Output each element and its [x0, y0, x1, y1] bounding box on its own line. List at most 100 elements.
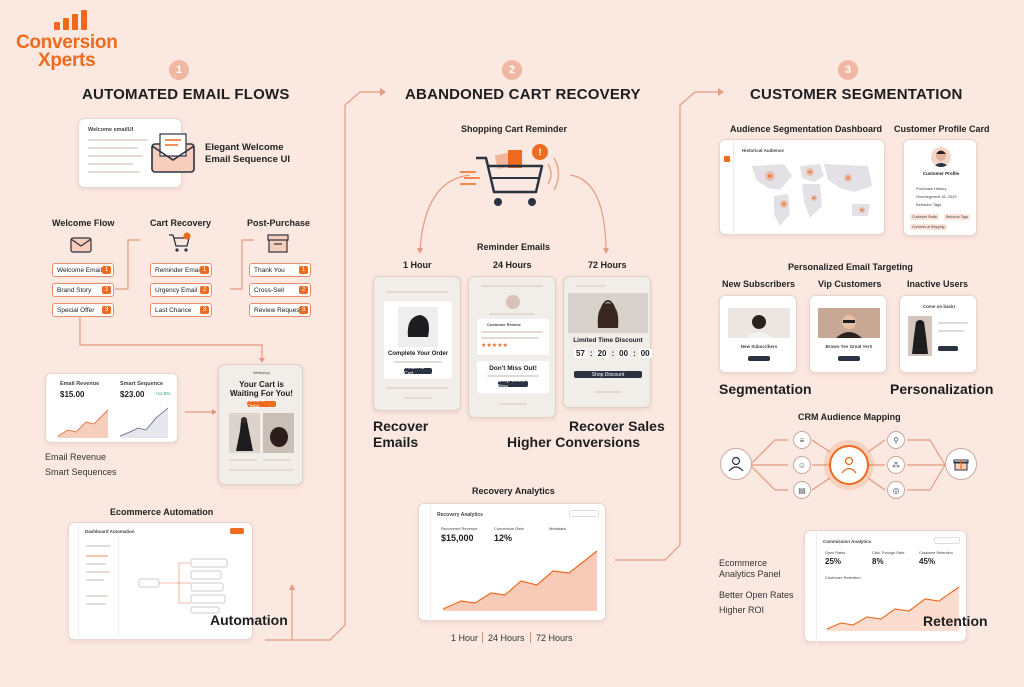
cart-email-cta[interactable]: Items in Order [247, 398, 276, 410]
flow-step-number: 1 [200, 266, 209, 274]
segmentation-caption: Segmentation [719, 381, 812, 397]
segment-card-vip: Brown Yes Great Yer!! [809, 295, 887, 373]
user-icon [720, 448, 752, 480]
reminder-email-1h: Complete Your Order Return to Cart [373, 276, 461, 411]
automation-caption: Automation [210, 612, 288, 628]
date-select[interactable] [569, 510, 599, 517]
automation-flow-graph [138, 558, 228, 614]
smart-seq-title: Smart Sequence [120, 381, 164, 387]
dash-title: Historical Audience [742, 148, 784, 153]
ctr-value: 8% [872, 557, 884, 566]
rating-stars-icon: ★★★★★ [481, 343, 508, 349]
cart-icon [169, 232, 191, 252]
recover-sales-caption: Recover Sales [569, 418, 665, 434]
app-sidebar [720, 140, 734, 236]
cart-email-title: Your Cart is Waiting For You! [219, 380, 304, 398]
world-map [752, 164, 872, 226]
step-number-2: 2 [502, 60, 522, 80]
retention-value: 45% [919, 557, 936, 566]
k2-value: 12% [494, 533, 513, 543]
primary-button[interactable] [230, 528, 244, 534]
email2-body: Don't Miss Out! Shop Offers Now [477, 361, 549, 393]
app-sidebar [69, 523, 79, 641]
app-sidebar [805, 531, 817, 643]
k3-label: Metadata [549, 526, 566, 531]
segment-cta[interactable] [838, 356, 860, 361]
recovery-analytics-label: Recovery Analytics [472, 486, 555, 496]
open-rates-label: Open Rates [825, 551, 846, 555]
email-revenue-title: Email Revenue [60, 381, 100, 387]
user-check-icon: ⚲ [887, 431, 905, 449]
customer-profile-card: Customer Profile Purchase History Overse… [903, 139, 977, 236]
recovery-area-chart [442, 550, 598, 611]
segment-photo [908, 316, 932, 356]
retention-area-chart [826, 586, 960, 631]
email2-cta[interactable]: Shop Offers Now [498, 378, 528, 390]
smart-seq-value: $23.00 [120, 390, 145, 399]
commission-analytics-panel: Commission Analytics Open Rates 25% Clic… [804, 530, 967, 643]
cart-email-title-l1: Your Cart is [239, 380, 284, 389]
document-icon: ▤ [793, 481, 811, 499]
flow-step[interactable]: Last Chance 3 [150, 303, 212, 317]
flow-step-number: 1 [102, 266, 111, 274]
recovery-analytics-panel: Recovery Analytics Recovered Revenue $15… [418, 503, 606, 622]
box-icon [267, 234, 289, 253]
segment-cta[interactable] [748, 356, 770, 361]
review-box: Customer Review ★★★★★ [477, 319, 549, 355]
section-title-2: ABANDONED CART RECOVERY [405, 86, 641, 103]
email-revenue-value: $15.00 [60, 390, 85, 399]
step-number-3: 3 [838, 60, 858, 80]
email3-cta[interactable]: Shop Discount [574, 371, 642, 378]
list-icon: ≡ [793, 431, 811, 449]
email-body: Complete Your Order Return to Cart [384, 301, 452, 379]
shopping-cart-icon: ! [460, 144, 560, 206]
flow-step-number: 1 [299, 266, 308, 274]
crm-label: CRM Audience Mapping [798, 412, 901, 422]
automation-dashboard: Dashboard Automation [68, 522, 253, 641]
flow-step-label: Brand Story [57, 286, 92, 294]
shopping-cart-reminder-label: Shopping Cart Reminder [461, 124, 568, 134]
divider [482, 632, 483, 643]
people-icon: ☺ [793, 456, 811, 474]
time-label-24h: 24 Hours [493, 260, 532, 270]
bottom-time-1h: 1 Hour [451, 633, 479, 643]
countdown-box: 20 [595, 349, 609, 358]
bar-chart-icon [54, 10, 87, 30]
k2-label: Conversion Rate [494, 526, 524, 531]
flow-step-number: 3 [200, 306, 209, 314]
segment-label-vip: Vip Customers [818, 279, 882, 289]
email1-title: Complete Your Order [387, 351, 449, 357]
welcome-card-title: Welcome emailUI [88, 127, 134, 133]
profile-row: Purchase History [916, 186, 947, 191]
avatar [931, 147, 951, 167]
segment-card-new: New Subscribers [719, 295, 797, 373]
flow-step-label: Special Offer [57, 306, 95, 314]
countdown-box: 00 [617, 349, 631, 358]
date-select[interactable] [934, 537, 960, 544]
profile-name: Customer Profile [922, 171, 960, 176]
k1-label: Recovered Revenue [441, 526, 478, 531]
k1-value: $15,000 [441, 533, 474, 543]
email1-cta[interactable]: Return to Cart [404, 365, 432, 377]
revenue-card: Email Revenue $15.00 Smart Sequence $23.… [45, 373, 178, 443]
reminder-email-72h: Limited Time Discount 57: 20: 00: 00 Sho… [563, 276, 652, 408]
countdown-box: 57 [574, 349, 587, 358]
segment-photo [728, 308, 790, 338]
flow-step-label: Last Chance [155, 306, 192, 314]
segment-card-text: Come on back! [922, 304, 956, 309]
gift-icon [945, 448, 977, 480]
divider [530, 632, 531, 643]
welcome-caption-1: Elegant Welcome [205, 142, 284, 153]
product-photo-bag [568, 293, 648, 333]
segment-cta[interactable] [938, 346, 958, 351]
envelope-icon [151, 133, 195, 173]
